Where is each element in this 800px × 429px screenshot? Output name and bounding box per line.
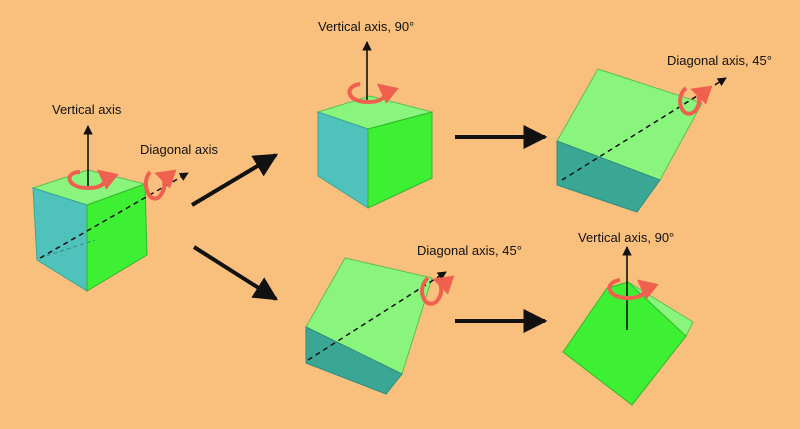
cube-top-vertical-right-face [367,111,433,209]
label-bottom-diagonal-45: Diagonal axis, 45° [417,243,522,258]
cube-top-diagonal-front-face [556,140,661,213]
cube-top-vertical-left-face [317,111,369,209]
rotation-arrow-icon [678,85,713,116]
rotation-arrow-icon [143,169,177,201]
cube-bottom-vertical-main-face [562,281,687,406]
flow-arrow-down-right [192,245,279,301]
rotation-arrow-icon [67,169,119,191]
flow-arrow-up-right [190,153,279,207]
rotation-arrow-icon [347,82,399,105]
cube-bottom-vertical: Vertical axis, 90° [562,230,694,406]
rotation-arrow-icon [607,278,659,301]
cube-start-left-face [32,187,88,292]
cube-top-vertical: Vertical axis, 90° [316,19,434,209]
cube-start-hidden-edge [39,239,96,259]
cube-bottom-diagonal: Diagonal axis, 45° [305,243,522,395]
label-bottom-vertical-90: Vertical axis, 90° [578,230,674,245]
cube-start-diagonal-axis [39,172,189,259]
label-top-diagonal-45: Diagonal axis, 45° [667,53,772,68]
cube-top-diagonal: Diagonal axis, 45° [556,53,772,213]
label-start-vertical: Vertical axis [52,102,122,117]
cube-bottom-diagonal-front-face [305,326,403,395]
label-top-vertical-90: Vertical axis, 90° [318,19,414,34]
cube-start: Vertical axis Diagonal axis [31,102,219,292]
label-start-diagonal: Diagonal axis [140,142,219,157]
cube-start-right-face [86,183,148,292]
rotation-arrow-icon [420,275,455,306]
